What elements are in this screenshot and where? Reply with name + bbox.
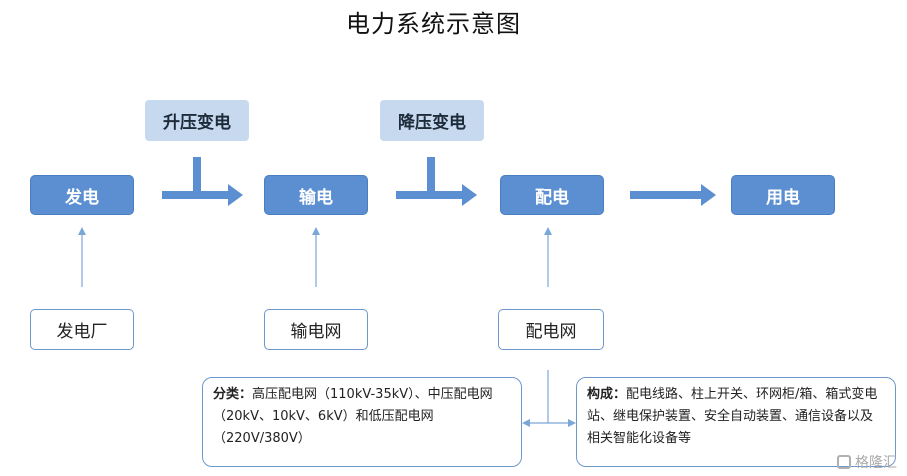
classification-panel: 分类：高压配电网（110kV-35kV）、中压配电网（20kV、10kV、6kV… <box>202 377 522 467</box>
source-power-plant: 发电厂 <box>30 309 134 350</box>
flow-arrow-generation-to-transmission <box>162 157 243 206</box>
composition-heading: 构成： <box>587 387 627 402</box>
stage-transmission: 输电 <box>264 175 368 215</box>
stage-consumption: 用电 <box>731 175 835 215</box>
flow-arrow-transmission-to-distribution <box>396 157 477 206</box>
composition-text: 配电线路、柱上开关、环网柜/箱、箱式变电站、继电保护装置、安全自动装置、通信设备… <box>587 387 878 446</box>
source-transmission-grid: 输电网 <box>264 309 368 350</box>
step-up-transformer: 升压变电 <box>145 100 249 141</box>
diagram-title: 电力系统示意图 <box>346 10 521 38</box>
stage-generation: 发电 <box>30 175 134 215</box>
source-distribution-grid: 配电网 <box>498 309 604 350</box>
classification-text: 高压配电网（110kV-35kV）、中压配电网（20kV、10kV、6kV）和低… <box>213 387 493 446</box>
watermark-logo: 格隆汇 <box>837 452 897 472</box>
branch-connector-distgrid-details <box>522 370 576 427</box>
step-down-transformer: 降压变电 <box>380 100 484 141</box>
composition-panel: 构成：配电线路、柱上开关、环网柜/箱、箱式变电站、继电保护装置、安全自动装置、通… <box>576 377 896 467</box>
stage-distribution: 配电 <box>500 175 604 215</box>
classification-heading: 分类： <box>213 387 253 402</box>
watermark-logo-icon <box>837 455 851 469</box>
flow-arrow-distribution-to-consumption <box>630 184 716 206</box>
watermark-text: 格隆汇 <box>855 455 897 471</box>
